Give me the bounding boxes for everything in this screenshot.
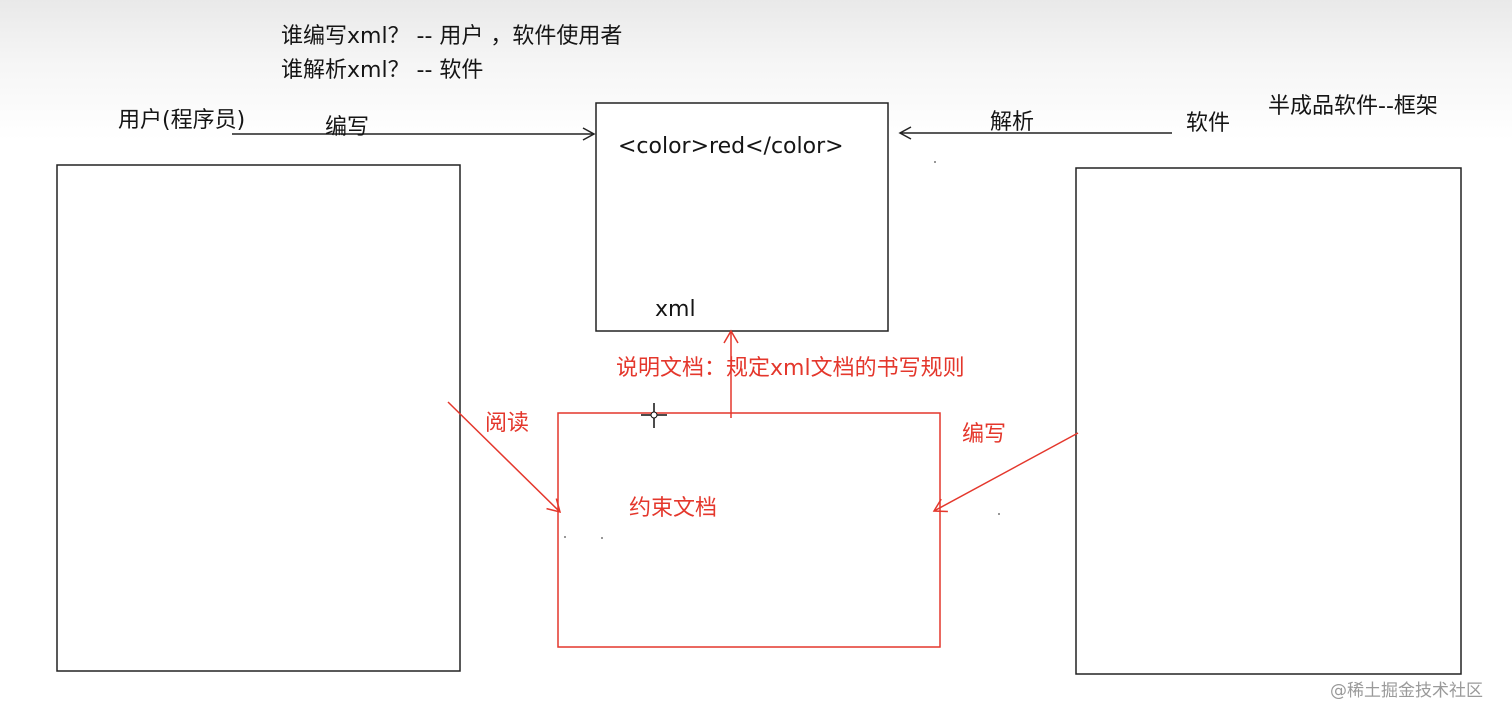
xml-box: [595, 102, 889, 332]
watermark: @稀土掘金技术社区: [1330, 681, 1483, 701]
write-constraint-label: 编写: [962, 422, 1007, 447]
xml-content: <color>red</color>: [618, 134, 844, 159]
constraint-box: [557, 412, 941, 648]
xml-label: xml: [655, 297, 696, 322]
user-box: [56, 164, 461, 672]
question-who-writes: 谁编写xml？ -- 用户 ，软件使用者: [281, 24, 623, 49]
description-label: 说明文档：规定xml文档的书写规则: [616, 356, 965, 381]
write-constraint-arrow: [932, 432, 1079, 513]
framework-label: 半成品软件--框架: [1268, 94, 1438, 119]
stray-dots: [564, 161, 1000, 539]
parse-label: 解析: [990, 110, 1035, 135]
write-label: 编写: [325, 115, 370, 140]
constraint-box-label: 约束文档: [629, 496, 718, 521]
question-who-parses: 谁解析xml？ -- 软件: [281, 58, 484, 83]
crosshair-cursor-icon: [641, 403, 667, 428]
software-label: 软件: [1186, 111, 1231, 136]
software-box: [1075, 167, 1462, 675]
read-label: 阅读: [485, 411, 530, 436]
user-label: 用户(程序员): [118, 108, 246, 133]
read-arrow: [447, 401, 562, 514]
